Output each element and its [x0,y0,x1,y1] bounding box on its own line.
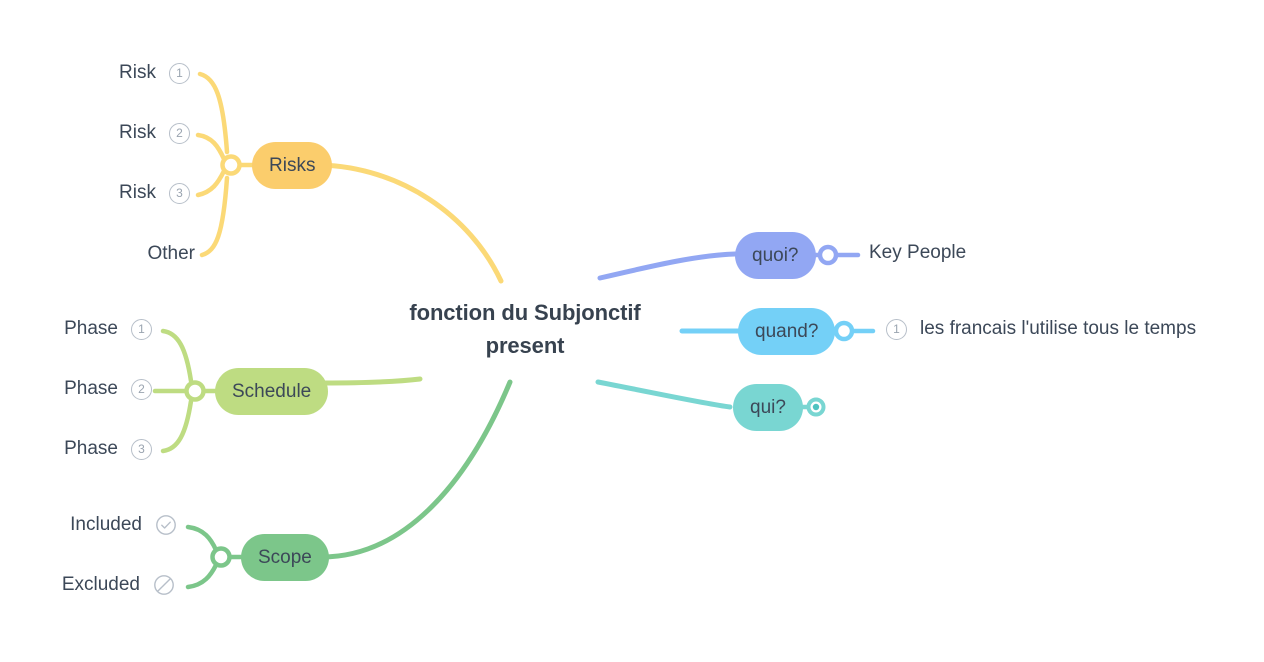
leaf-risk-2-label: Risk [119,122,156,143]
hub-risks [220,154,242,176]
edge-risk-2 [195,132,227,162]
edge-risk-other [199,175,230,258]
central-topic[interactable]: fonction du Subjonctif present [409,300,641,359]
leaf-excluded[interactable]: Excluded [10,574,175,596]
hub-qui-dot [812,403,820,411]
edge-phase-3 [160,398,194,454]
node-qui[interactable]: qui? [733,384,803,431]
edge-risk-1 [197,71,230,155]
node-qui-label: qui? [750,396,786,418]
leaf-risk-1-label: Risk [119,62,156,83]
leaf-risk-3[interactable]: Risk 3 [60,182,190,204]
node-quoi-label: quoi? [752,244,799,266]
edge-qui-to-center [595,379,733,410]
node-risks[interactable]: Risks [252,142,333,189]
node-schedule-label: Schedule [232,380,312,402]
ban-circle-icon [153,574,175,596]
badge-number: 2 [169,122,190,144]
hub-scope [210,546,232,568]
badge-number: 1 [131,318,152,340]
leaf-included-label: Included [70,514,142,535]
hub-schedule [184,380,206,402]
leaf-quand-note[interactable]: 1 les francais l'utilise tous le temps [886,318,1196,340]
node-scope-label: Scope [258,546,312,568]
edge-phase-1 [160,328,194,384]
leaf-phase-2[interactable]: Phase 2 [10,378,152,400]
edge-quoi-to-center [597,251,738,281]
badge-number: 3 [169,182,190,204]
leaf-risk-other-label: Other [147,243,195,264]
leaf-risk-1[interactable]: Risk 1 [60,62,190,84]
leaf-risk-2[interactable]: Risk 2 [60,122,190,144]
leaf-key-people-label: Key People [869,242,967,263]
leaf-quand-note-label: les francais l'utilise tous le temps [920,318,1197,339]
leaf-excluded-label: Excluded [61,574,140,595]
node-quoi[interactable]: quoi? [735,232,816,279]
node-schedule[interactable]: Schedule [215,368,329,415]
leaf-included[interactable]: Included [10,514,177,536]
hub-quoi [817,244,839,266]
leaf-phase-1-label: Phase [64,318,118,339]
node-risks-label: Risks [269,154,316,176]
edge-group-risks [195,71,504,284]
hub-quand [833,320,855,342]
node-scope[interactable]: Scope [241,534,329,581]
badge-number: 1 [886,318,907,340]
leaf-key-people[interactable]: Key People [869,242,966,264]
leaf-risk-other[interactable]: Other [60,243,195,265]
edge-schedule-to-center [320,376,423,386]
leaf-phase-3-label: Phase [64,438,118,459]
leaf-phase-2-label: Phase [64,378,118,399]
node-quand-label: quand? [755,320,819,342]
hub-qui-ring [806,397,826,417]
leaf-phase-1[interactable]: Phase 1 [10,318,152,340]
node-quand[interactable]: quand? [738,308,836,355]
edge-excluded [185,562,219,590]
badge-number: 2 [131,378,152,400]
badge-number: 3 [131,438,152,460]
edge-included [185,524,219,553]
edge-group-quoi [597,251,861,281]
edge-risk-3 [195,168,227,198]
check-circle-icon [155,514,177,536]
edge-scope-to-center [319,379,513,560]
leaf-risk-3-label: Risk [119,182,156,203]
leaf-phase-3[interactable]: Phase 3 [10,438,152,460]
badge-number: 1 [169,62,190,84]
edge-risks-to-center [317,162,504,284]
